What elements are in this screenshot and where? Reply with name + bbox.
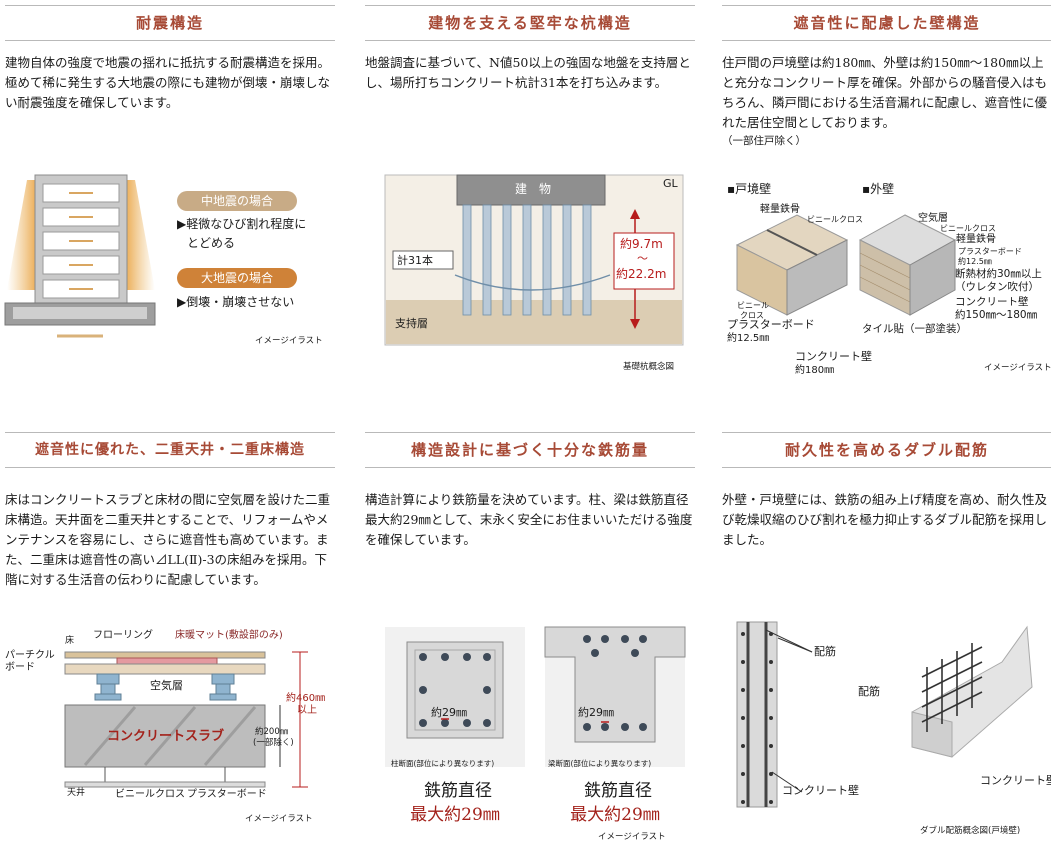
panel-rebar: 構造設計に基づく十分な鉄筋量 構造計算により鉄筋量を決めています。柱、梁は鉄筋直…	[365, 432, 695, 842]
panel-wall: 遮音性に配慮した壁構造 住戸間の戸境壁は約180㎜、外壁は約150㎜～180㎜以…	[722, 5, 1051, 376]
panel-description: 地盤調査に基づいて、N値50以上の強固な地盤を支持層とし、場所打ちコンクリート杭…	[365, 55, 691, 90]
depth-label-sep: ～	[637, 252, 648, 265]
illustration-caption: イメージイラスト	[984, 363, 1051, 373]
concrete-label-1: コンクリート壁	[795, 350, 872, 363]
beam-section	[544, 626, 686, 767]
panel-title: 遮音性に優れた、二重天井・二重床構造	[5, 432, 335, 468]
floor-heating-label: 床暖マット(敷設部のみ)	[175, 630, 283, 641]
panel-title: 耐震構造	[5, 5, 335, 41]
panel-title: 建物を支える堅牢な杭構造	[365, 5, 695, 41]
depth-label-1: 約9.7m	[620, 237, 663, 251]
column-section-caption: 柱断面(部位により異なります)	[391, 759, 495, 768]
panel-floor: 遮音性に優れた、二重天井・二重床構造 床はコンクリートスラブと床材の間に空気層を…	[5, 432, 335, 842]
rebar-diameter-heading-1: 鉄筋直径	[424, 781, 492, 801]
pile-diagram	[384, 174, 684, 346]
outer-wall-heading: ▪外壁	[862, 182, 895, 196]
outer-wall-illustration	[858, 214, 957, 316]
seismic-building-illustration	[4, 174, 156, 338]
concrete-label-2: コンクリート壁	[955, 296, 1029, 308]
plaster-label-1: プラスターボード	[727, 318, 815, 331]
insulation-label-2: （ウレタン吹付）	[955, 281, 1039, 293]
depth-label-2: 約22.2m	[616, 267, 667, 281]
height-200-label-1: 約200㎜	[255, 727, 289, 737]
plaster-label-1b: 約12.5㎜	[727, 333, 770, 344]
concrete-wall-label-2: コンクリート壁	[980, 774, 1051, 787]
panel-pile: 建物を支える堅牢な杭構造 地盤調査に基づいて、N値50以上の強固な地盤を支持層と…	[365, 5, 695, 372]
wall-desc-note: （一部住戸除く）	[722, 135, 806, 147]
diameter-label-1: 約29㎜	[431, 706, 467, 719]
double-rebar-leaders	[765, 629, 813, 793]
double-floor-diagram	[64, 651, 308, 788]
plaster-board-label: プラスターボード	[187, 789, 267, 800]
rebar-diameter-value-1: 最大約29㎜	[410, 805, 500, 825]
rebar-label-2: 配筋	[858, 685, 880, 698]
panel-description: 床はコンクリートスラブと床材の間に空気層を設けた二重床構造。天井面を二重天井とす…	[5, 492, 331, 587]
insulation-label-1: 断熱材約30㎜以上	[955, 268, 1042, 280]
concrete-wall-label-1: コンクリート壁	[782, 784, 859, 797]
illustration-caption: イメージイラスト	[255, 336, 323, 346]
vinyl-label-1: ビニールクロス	[807, 215, 863, 224]
plaster-label-2b: 約12.5㎜	[958, 257, 992, 266]
air-layer-label: 空気層	[150, 679, 183, 692]
diameter-label-2: 約29㎜	[578, 706, 614, 719]
column-section	[385, 627, 525, 767]
vinyl-label-2: ビニール	[737, 301, 769, 310]
large-quake-badge: 大地震の場合	[177, 268, 297, 288]
double-rebar-section	[736, 621, 778, 808]
gl-label: GL	[663, 177, 678, 190]
mid-quake-badge: 中地震の場合	[177, 191, 297, 211]
height-200-label-2: (一部除く)	[253, 738, 294, 748]
rebar-diameter-value-2: 最大約29㎜	[570, 805, 660, 825]
rebar-diameter-heading-2: 鉄筋直径	[584, 781, 652, 801]
vinyl-label-3: クロス	[740, 311, 764, 320]
bearing-layer-label: 支持層	[395, 317, 428, 330]
air-layer-label: 空気層	[918, 213, 948, 224]
double-rebar-isometric	[911, 625, 1033, 758]
wall-desc-text: 住戸間の戸境壁は約180㎜、外壁は約150㎜～180㎜以上と充分なコンクリート厚…	[722, 55, 1048, 130]
mid-quake-text-1: ▶軽微なひび割れ程度に	[177, 217, 307, 231]
beam-section-caption: 梁断面(部位により異なります)	[548, 759, 652, 768]
panel-description: 住戸間の戸境壁は約180㎜、外壁は約150㎜～180㎜以上と充分なコンクリート厚…	[722, 53, 1051, 149]
illustration-caption: イメージイラスト	[598, 832, 666, 842]
panel-description: 構造計算により鉄筋量を決めています。柱、梁は鉄筋直径最大約29㎜として、末永く安…	[365, 492, 693, 547]
illustration-caption: 基礎杭概念図	[623, 362, 675, 372]
height-460-label-2: 以上	[297, 705, 317, 716]
lgs-label-2: 軽量鉄骨	[956, 234, 996, 245]
mid-quake-text-2: とどめる	[187, 236, 236, 250]
flooring-label: フローリング	[93, 630, 153, 641]
panel-title: 耐久性を高めるダブル配筋	[722, 432, 1051, 468]
particle-board-label-2: ボード	[5, 662, 35, 673]
illustration-caption: イメージイラスト	[245, 814, 313, 824]
plaster-label-2: プラスターボード	[958, 247, 1022, 256]
tile-label: タイル貼（一部塗装）	[862, 323, 967, 335]
lgs-label-1: 軽量鉄骨	[760, 204, 800, 215]
panel-double-rebar: 耐久性を高めるダブル配筋 外壁・戸境壁には、鉄筋の組み上げ精度を高め、耐久性及び…	[722, 432, 1051, 842]
rebar-label-1: 配筋	[814, 645, 836, 658]
building-label: 建 物	[515, 182, 552, 196]
concrete-label-2b: 約150㎜～180㎜	[955, 309, 1038, 321]
vinyl-cloth-label: ビニールクロス	[115, 789, 185, 800]
height-460-label-1: 約460㎜	[286, 693, 326, 704]
panel-title: 構造設計に基づく十分な鉄筋量	[365, 432, 695, 468]
panel-title: 遮音性に配慮した壁構造	[722, 5, 1051, 41]
particle-board-label-1: パーチクル	[5, 650, 55, 661]
concrete-label-1b: 約180㎜	[795, 365, 835, 376]
floor-label: 床	[65, 636, 75, 646]
vinyl-label-4: ビニールクロス	[940, 224, 996, 233]
ceiling-label: 天井	[67, 788, 86, 798]
illustration-caption: ダブル配筋概念図(戸境壁)	[920, 826, 1021, 836]
panel-description: 外壁・戸境壁には、鉄筋の組み上げ精度を高め、耐久性及び乾燥収縮のひび割れを極力抑…	[722, 492, 1048, 547]
party-wall-heading: ▪戸境壁	[727, 182, 772, 196]
pile-count-label: 計31本	[397, 254, 433, 267]
party-wall-illustration	[735, 214, 849, 316]
large-quake-text: ▶倒壊・崩壊させない	[177, 295, 295, 309]
panel-seismic: 耐震構造 建物自体の強度で地震の揺れに抵抗する耐震構造を採用。極めて稀に発生する…	[4, 5, 335, 346]
concrete-slab-label: コンクリートスラブ	[107, 729, 225, 744]
panel-description: 建物自体の強度で地震の揺れに抵抗する耐震構造を採用。極めて稀に発生する大地震の際…	[5, 55, 331, 110]
